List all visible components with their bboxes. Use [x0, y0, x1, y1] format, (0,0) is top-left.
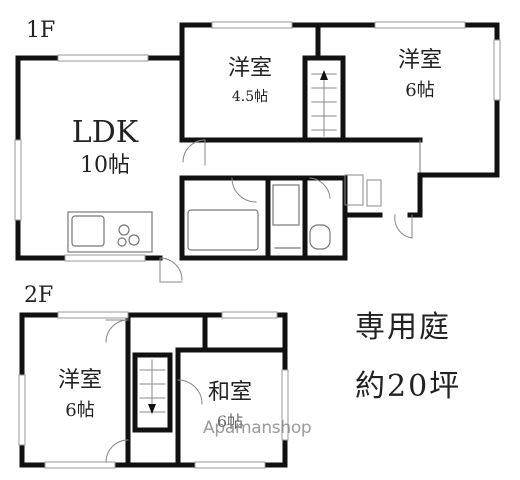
western-room-6-window — [374, 21, 466, 29]
japanese-room-name: 和室 — [207, 380, 252, 405]
stairs-1f — [302, 55, 346, 143]
western-room-4-5-name: 洋室 — [227, 56, 272, 81]
western-room-4-5-window — [211, 21, 293, 29]
western-room-4-5-size: 4.5帖 — [231, 89, 269, 105]
western-room-4-5-walls — [179, 22, 321, 143]
garden-label: 専用庭 — [355, 310, 451, 345]
second-western-room-name: 洋室 — [57, 368, 102, 393]
ldk-door — [159, 257, 183, 283]
ldk-size: 10帖 — [80, 153, 130, 178]
floor-tag-2f: 2F — [24, 283, 54, 308]
watermark-logo: Apamanshop — [203, 418, 312, 438]
japanese-room-size: 6帖 — [216, 412, 244, 431]
western-room-6-size: 6帖 — [405, 80, 435, 101]
stairs-2f — [132, 352, 173, 433]
hall-walls — [179, 172, 423, 218]
bath-block-walls — [179, 175, 348, 261]
bath-fixtures — [187, 184, 331, 251]
floor-tag-1f: 1F — [26, 18, 56, 43]
kitchen-counter — [67, 211, 153, 253]
garden-area: 約20坪 — [355, 369, 462, 404]
second-floor-doors — [105, 319, 203, 463]
western-room-6-name: 洋室 — [397, 48, 442, 73]
western-room-6-side-window — [493, 39, 501, 101]
second-western-room-size: 6帖 — [65, 400, 95, 421]
ldk-windows — [14, 54, 149, 262]
second-floor-plan — [18, 311, 289, 469]
first-floor-plan — [14, 21, 501, 283]
second-floor-windows — [18, 311, 289, 469]
hall-doors — [182, 139, 413, 239]
ldk-name: LDK — [71, 115, 139, 150]
